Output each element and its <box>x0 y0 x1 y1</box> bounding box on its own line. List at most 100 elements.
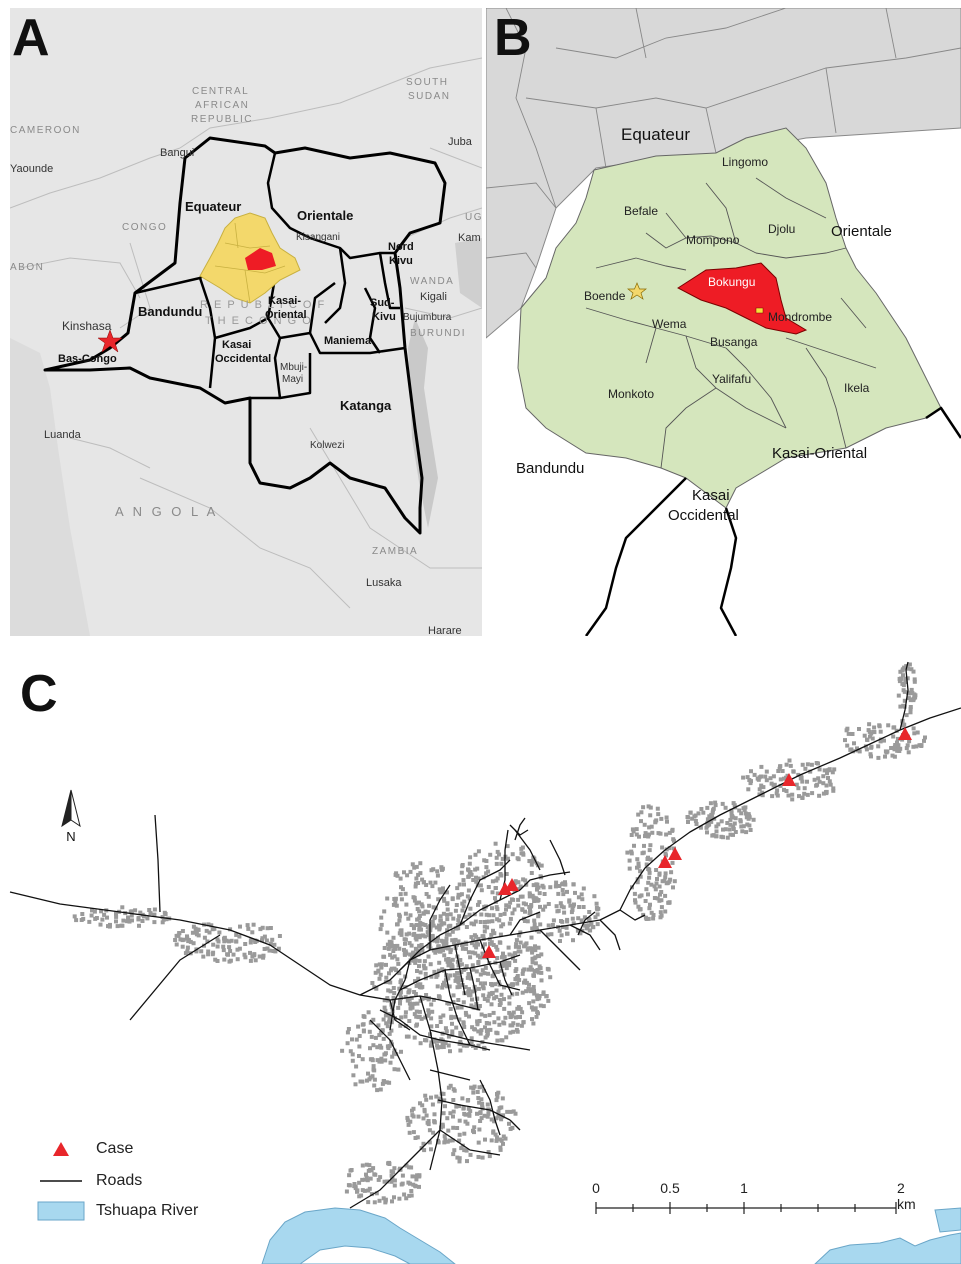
building <box>787 758 792 763</box>
building <box>544 994 549 998</box>
building <box>901 673 905 678</box>
building <box>444 936 449 941</box>
building <box>907 691 912 696</box>
building <box>432 1037 437 1042</box>
building <box>272 942 277 947</box>
building <box>408 913 413 918</box>
building <box>868 734 872 739</box>
building <box>494 1138 499 1143</box>
building <box>258 927 263 932</box>
building <box>483 1013 488 1018</box>
building <box>723 805 728 810</box>
building <box>414 864 419 869</box>
building <box>381 954 386 959</box>
building <box>248 938 253 943</box>
building <box>404 902 409 907</box>
building <box>526 946 531 951</box>
building <box>376 1023 381 1028</box>
building <box>457 984 462 989</box>
building <box>431 905 436 910</box>
building <box>414 1014 419 1019</box>
building <box>568 903 573 908</box>
building <box>406 1122 411 1127</box>
building <box>357 1180 362 1185</box>
building <box>830 770 835 775</box>
building <box>451 1152 456 1157</box>
building <box>390 1199 394 1204</box>
building <box>468 992 473 997</box>
building <box>407 996 412 1001</box>
building <box>479 888 484 893</box>
building <box>238 924 242 929</box>
building <box>90 908 94 913</box>
building <box>923 735 927 740</box>
building <box>913 693 918 698</box>
building <box>185 934 189 939</box>
building <box>576 895 581 900</box>
building <box>403 1010 408 1015</box>
building <box>425 910 430 915</box>
building <box>414 901 419 906</box>
building <box>507 960 512 965</box>
building <box>508 916 513 921</box>
building <box>246 926 251 931</box>
building <box>377 1033 382 1038</box>
building <box>489 1117 494 1122</box>
building <box>497 998 502 1002</box>
building <box>769 781 774 786</box>
panel-c-map: C N Case Roads Tshuapa River <box>0 650 961 1264</box>
building <box>699 807 704 811</box>
building <box>634 827 639 832</box>
building <box>445 917 450 922</box>
building <box>817 779 822 784</box>
building <box>383 1008 388 1013</box>
building <box>368 1046 372 1051</box>
building <box>530 946 535 951</box>
building <box>551 918 556 923</box>
building <box>400 1173 405 1178</box>
building <box>563 882 568 887</box>
gray-subdivision-lines <box>486 8 961 269</box>
building <box>561 892 566 897</box>
building <box>137 923 141 928</box>
building <box>474 969 479 974</box>
label-b-equateur: Equateur <box>621 125 690 144</box>
building <box>386 988 391 993</box>
building <box>393 896 398 901</box>
building <box>784 762 789 767</box>
building <box>422 1107 427 1112</box>
label-kinshasa: Kinshasa <box>62 319 112 333</box>
building <box>445 1116 450 1121</box>
building <box>377 1198 382 1203</box>
building <box>483 1025 487 1030</box>
building <box>105 915 109 920</box>
north-label: N <box>66 829 75 844</box>
label-car-2: AFRICAN <box>195 100 249 111</box>
building <box>463 1119 468 1124</box>
building <box>725 821 730 825</box>
building <box>466 972 471 976</box>
building <box>455 886 460 891</box>
building <box>593 915 598 920</box>
building <box>567 899 572 904</box>
building <box>409 923 414 927</box>
building <box>406 916 411 921</box>
building <box>638 869 643 874</box>
building <box>396 1067 401 1072</box>
building <box>437 947 442 951</box>
building <box>467 1112 472 1117</box>
building <box>729 814 734 819</box>
lake-victoria <box>455 238 482 308</box>
building <box>417 943 422 948</box>
building <box>347 1173 352 1178</box>
building <box>268 926 273 930</box>
building <box>688 810 693 815</box>
building <box>471 938 475 943</box>
building <box>743 805 748 810</box>
building <box>412 898 417 903</box>
building <box>476 1043 481 1048</box>
building <box>826 768 831 773</box>
building <box>869 744 874 749</box>
building <box>421 880 426 885</box>
building <box>473 852 478 857</box>
